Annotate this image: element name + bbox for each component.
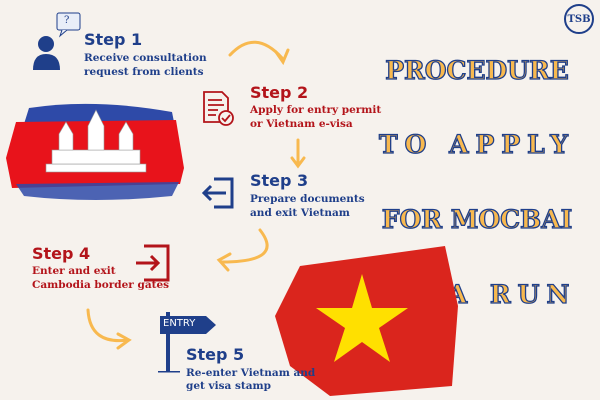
step-5-desc-line-1: Re-enter Vietnam and — [186, 367, 316, 379]
cambodia-flag-image — [6, 103, 184, 200]
arrow-step4-to-step5 — [86, 308, 130, 343]
step-1-desc-line-2: request from clients — [84, 66, 204, 78]
logo-text: TSB — [567, 13, 591, 25]
arrow-step3-to-step4 — [220, 228, 269, 264]
arrow-step1-to-step2 — [228, 40, 284, 60]
step-2-title: Step 2 — [250, 83, 309, 102]
step-4-title: Step 4 — [32, 244, 91, 263]
user-question-icon — [33, 12, 81, 70]
entry-sign-icon — [158, 312, 216, 373]
headline-line-2: TO APPLY — [378, 129, 575, 159]
headline-line-3: FOR MOCBAI — [381, 204, 573, 234]
bubble-question-mark: ? — [64, 15, 70, 26]
exit-icon — [201, 177, 234, 209]
step-3-desc-line-1: Prepare documents — [250, 193, 365, 205]
step-1-desc-line-1: Receive consultation — [84, 52, 207, 64]
step-4-desc-line-1: Enter and exit — [32, 265, 116, 277]
document-check-icon — [203, 91, 234, 126]
step-5-desc-line-2: get visa stamp — [186, 380, 272, 392]
step-3-desc-line-2: and exit Vietnam — [250, 207, 350, 219]
step-2-desc-line-2: or Vietnam e-visa — [250, 118, 353, 130]
entry-sign-text: ENTRY — [163, 318, 196, 329]
tsb-logo: TSB — [564, 4, 594, 34]
step-5-title: Step 5 — [186, 345, 245, 364]
step-4-desc-line-2: Cambodia border gates — [32, 279, 170, 291]
step-1-title: Step 1 — [84, 30, 143, 49]
vietnam-flag-image — [275, 246, 458, 396]
step-2-desc-line-1: Apply for entry permit — [250, 104, 382, 116]
headline-line-1: PROCEDURE — [385, 55, 570, 85]
step-3-title: Step 3 — [250, 171, 309, 190]
enter-icon — [136, 244, 170, 282]
